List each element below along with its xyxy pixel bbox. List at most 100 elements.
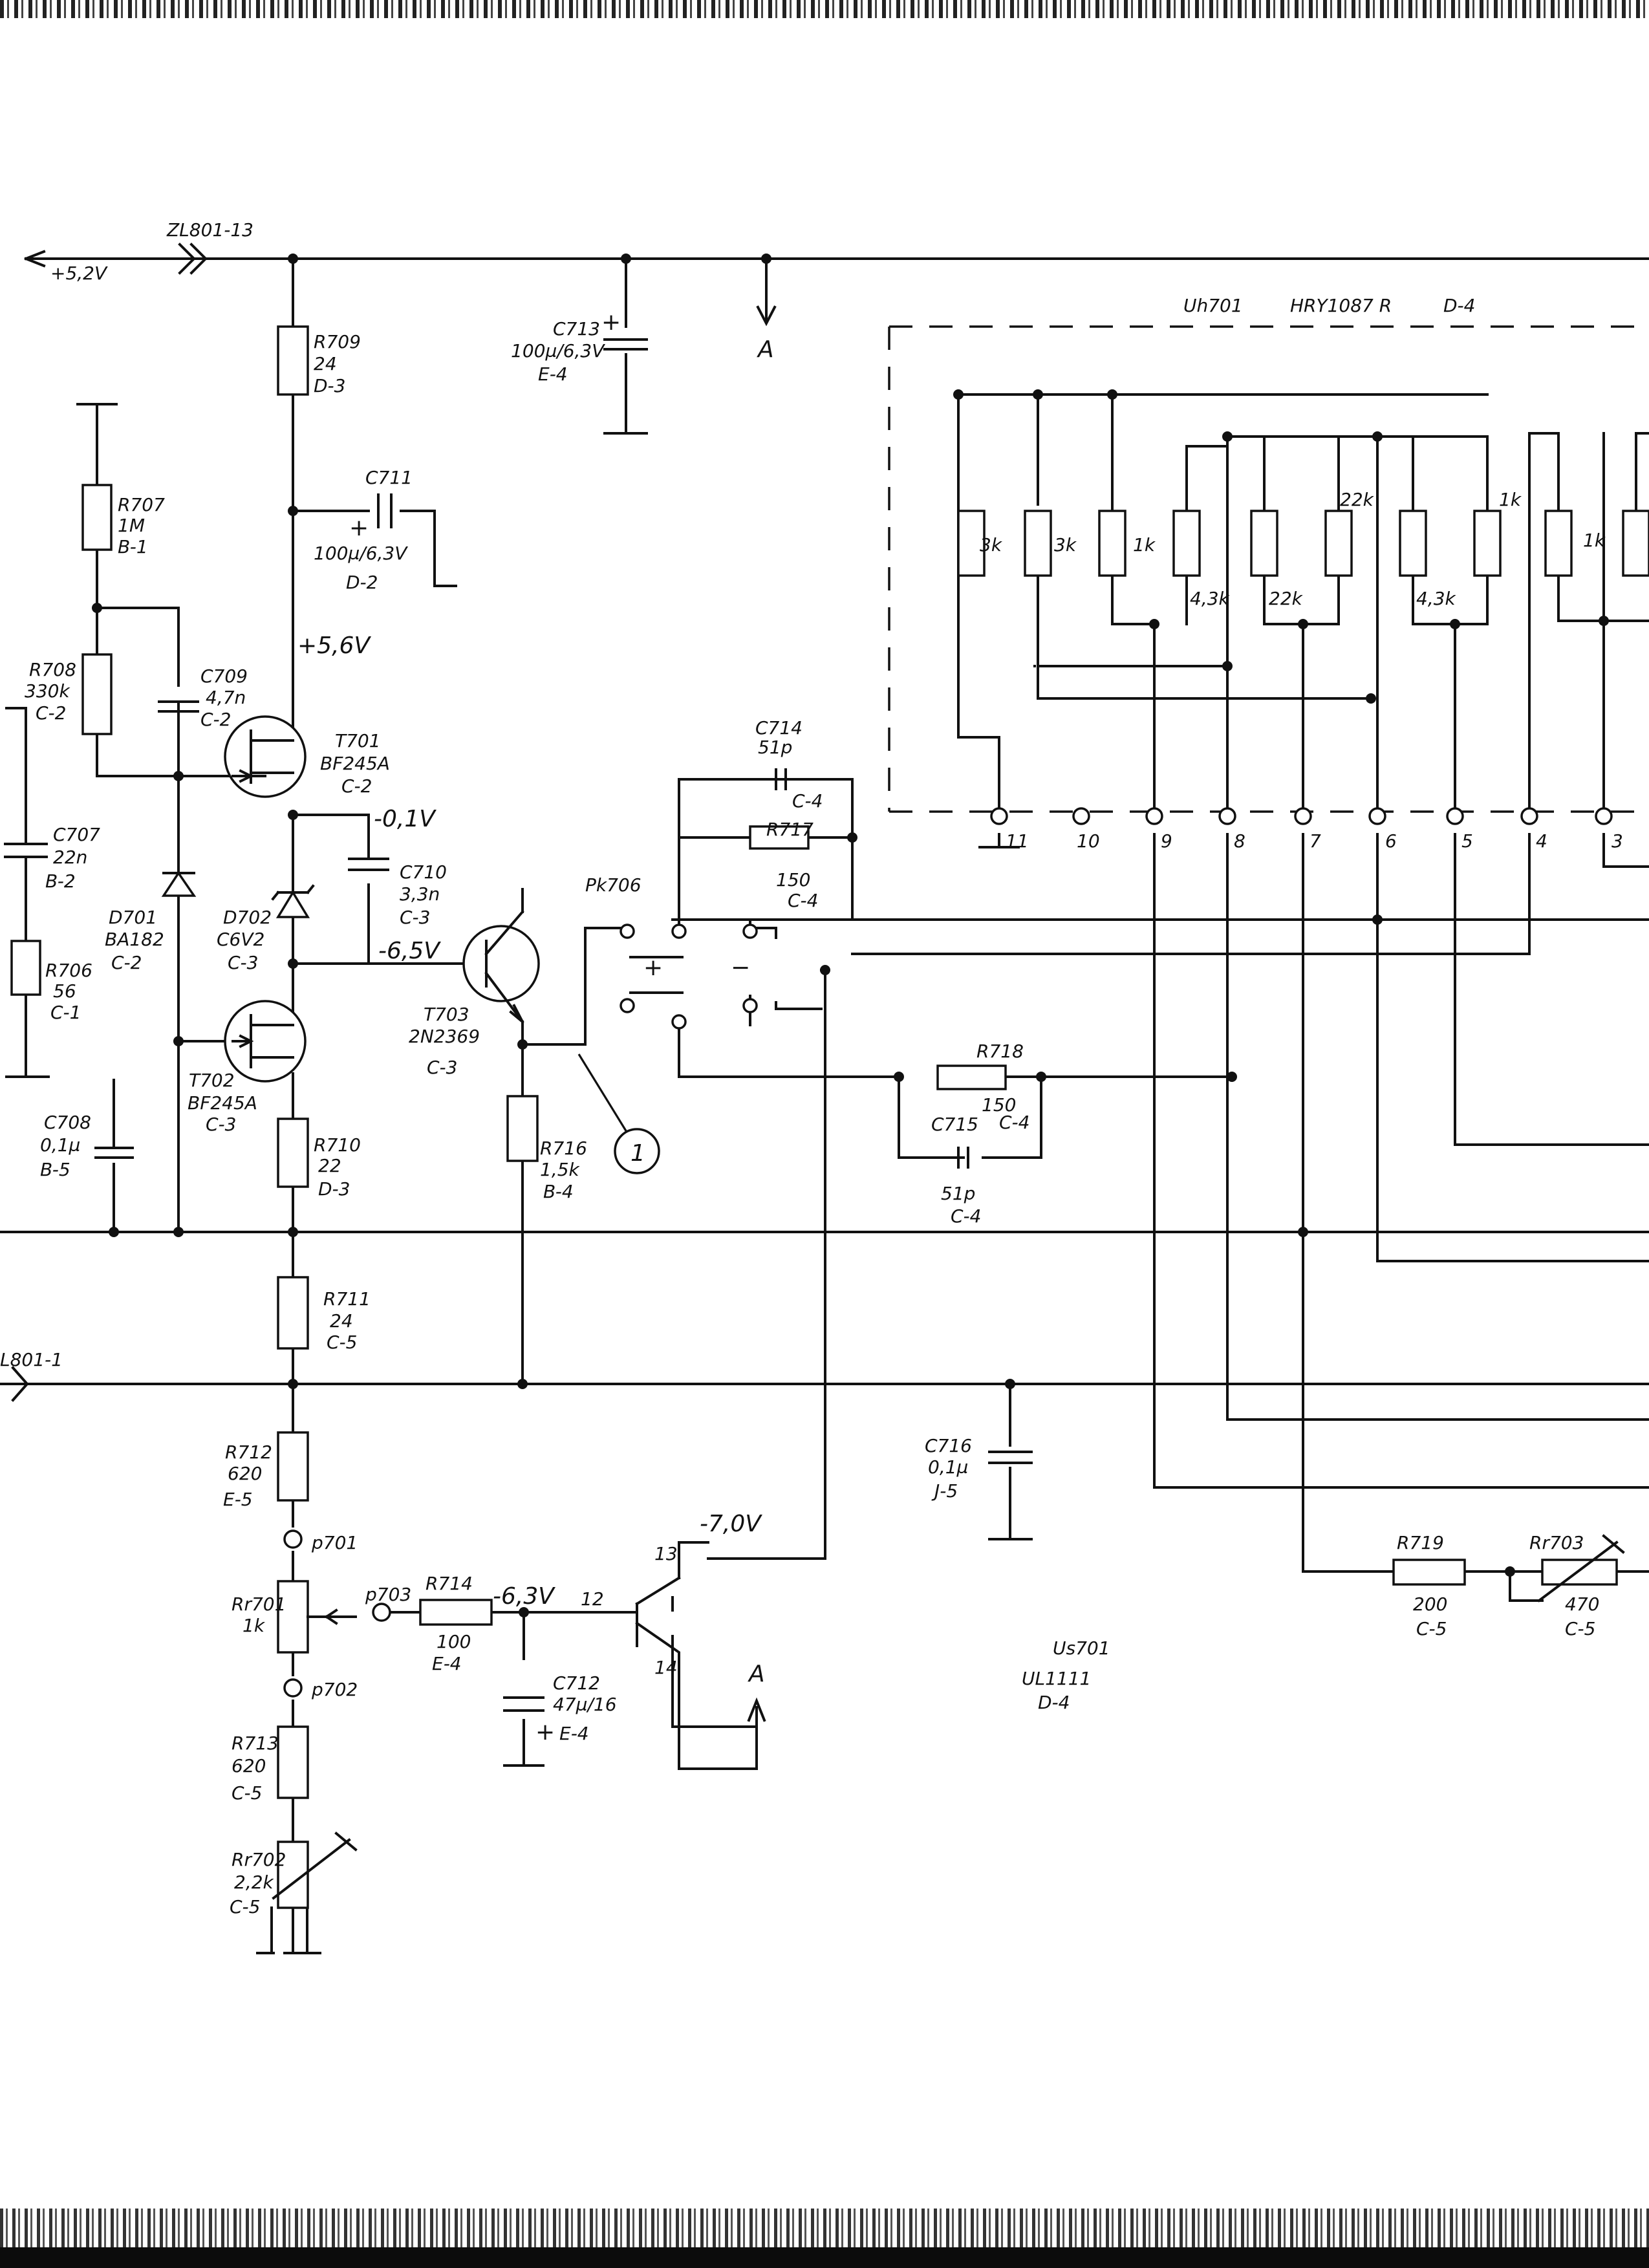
c708-ref: B-5 [40,1159,70,1180]
r718-name: R718 [976,1041,1024,1062]
module-r3-value: 1k [1133,534,1156,556]
t701-ref: C-2 [341,775,372,797]
node-v63: -6,3V [493,1583,555,1610]
r709-name: R709 [314,331,361,352]
r706-body [10,940,41,996]
c714-ref: C-4 [792,790,823,812]
r718-value: 150 [982,1094,1016,1116]
r707-ref: B-1 [118,536,148,557]
module-pin-11: 11 [1006,830,1029,852]
module-r6-value: 22k [1340,489,1375,510]
r710-value: 22 [318,1155,341,1176]
rr702-ref: C-5 [230,1896,260,1917]
ic-pin-13: 13 [654,1543,678,1564]
module-r1-body [957,510,986,577]
c711-plus: + [349,515,369,541]
c707-name: C707 [53,824,100,845]
c712-value: 47µ/16 [553,1694,617,1715]
module-r7-value: 4,3k [1416,588,1457,609]
tp703-label: p703 [365,1584,411,1605]
rr701-value: 1k [242,1615,266,1636]
module-r2-value: 3k [1054,534,1077,556]
r713-name: R713 [232,1733,279,1754]
r702-body [277,1841,309,1909]
c716-plates [988,1451,1033,1464]
c715-name: C715 [931,1114,978,1135]
r709-body [277,325,309,396]
r714-ref: E-4 [432,1653,462,1674]
r708-body [81,653,113,735]
c716-value: 0,1µ [928,1456,968,1478]
rr702-name: Rr702 [232,1849,286,1870]
c716-ref: J-5 [931,1480,958,1502]
labels: ZL801-13 +5,2V A R709 24 D-3 C713 100µ/6… [0,219,1623,1917]
module-pin-5: 5 [1461,830,1473,852]
tp702-label: p702 [311,1679,358,1700]
d701-value: BA182 [105,929,164,950]
us701-ref: D-4 [1038,1692,1070,1713]
rr701-wiper-arrow [325,1608,357,1625]
r717-value: 150 [776,869,810,891]
us701-value: UL1111 [1022,1668,1091,1689]
r711-name: R711 [323,1288,371,1310]
r708-ref: C-2 [36,702,66,724]
c710-ref: C-3 [400,907,430,928]
r719-value: 200 [1413,1593,1447,1615]
module-pin-8: 8 [1234,830,1245,852]
module-r6-body [1324,510,1353,577]
c712-plus: + [535,1719,555,1745]
c709-name: C709 [200,665,248,687]
tp701-label: p701 [311,1532,358,1553]
callout-number: 1 [630,1140,645,1167]
r708-name: R708 [29,659,76,680]
rr703-name: Rr703 [1529,1532,1584,1553]
c710-plates [348,858,389,871]
r716-name: R716 [540,1138,587,1159]
module-r2-body [1024,510,1052,577]
ground-connector-label: L801-1 [0,1349,63,1370]
module-r5-body [1250,510,1278,577]
c713-ref: E-4 [538,363,568,385]
module-uh701-border [888,325,1649,813]
r712-value: 620 [228,1463,262,1484]
module-name: Uh701 [1183,295,1243,316]
d702-name: D702 [223,907,272,928]
c713-name: C713 [553,318,600,340]
switch-minus: − [731,955,750,981]
c714-value: 51p [758,737,792,758]
c713-plates [603,338,648,351]
module-pin-3: 3 [1611,830,1623,852]
node-v56: +5,6V [297,632,371,659]
ic-pin-14: 14 [654,1657,678,1678]
module-pin-10: 10 [1077,830,1100,852]
c707-plates [4,843,48,858]
module-r8-body [1473,510,1502,577]
r701-body [277,1580,309,1654]
r719-body [1392,1559,1466,1586]
module-r1-value: 3k [980,534,1003,556]
r717-name: R717 [766,819,814,840]
module-r8-value: 1k [1499,489,1522,510]
c713-value: 100µ/6,3V [511,340,605,362]
c711-value: 100µ/6,3V [314,543,408,564]
r718-body [936,1064,1007,1090]
t701-symbol [250,729,294,784]
module-r4-body [1172,510,1201,577]
r714-body [419,1599,493,1626]
d702-ref: C-3 [228,952,258,973]
r714-name: R714 [426,1573,473,1594]
d701-diode [161,870,197,897]
t701-circle [224,715,307,798]
r710-name: R710 [314,1134,361,1156]
module-part: HRY1087 R [1290,295,1392,316]
c711-ref: D-2 [346,572,378,593]
r711-ref: C-5 [327,1332,357,1353]
module-r7-body [1399,510,1427,577]
r709-ref: D-3 [314,375,345,396]
t703-ref: C-3 [427,1057,457,1078]
c713-plus: + [601,309,621,336]
rr701-name: Rr701 [232,1593,286,1615]
module-r5-value: 22k [1269,588,1304,609]
node-v01: -0,1V [374,806,436,832]
r719-ref: C-5 [1416,1618,1447,1639]
